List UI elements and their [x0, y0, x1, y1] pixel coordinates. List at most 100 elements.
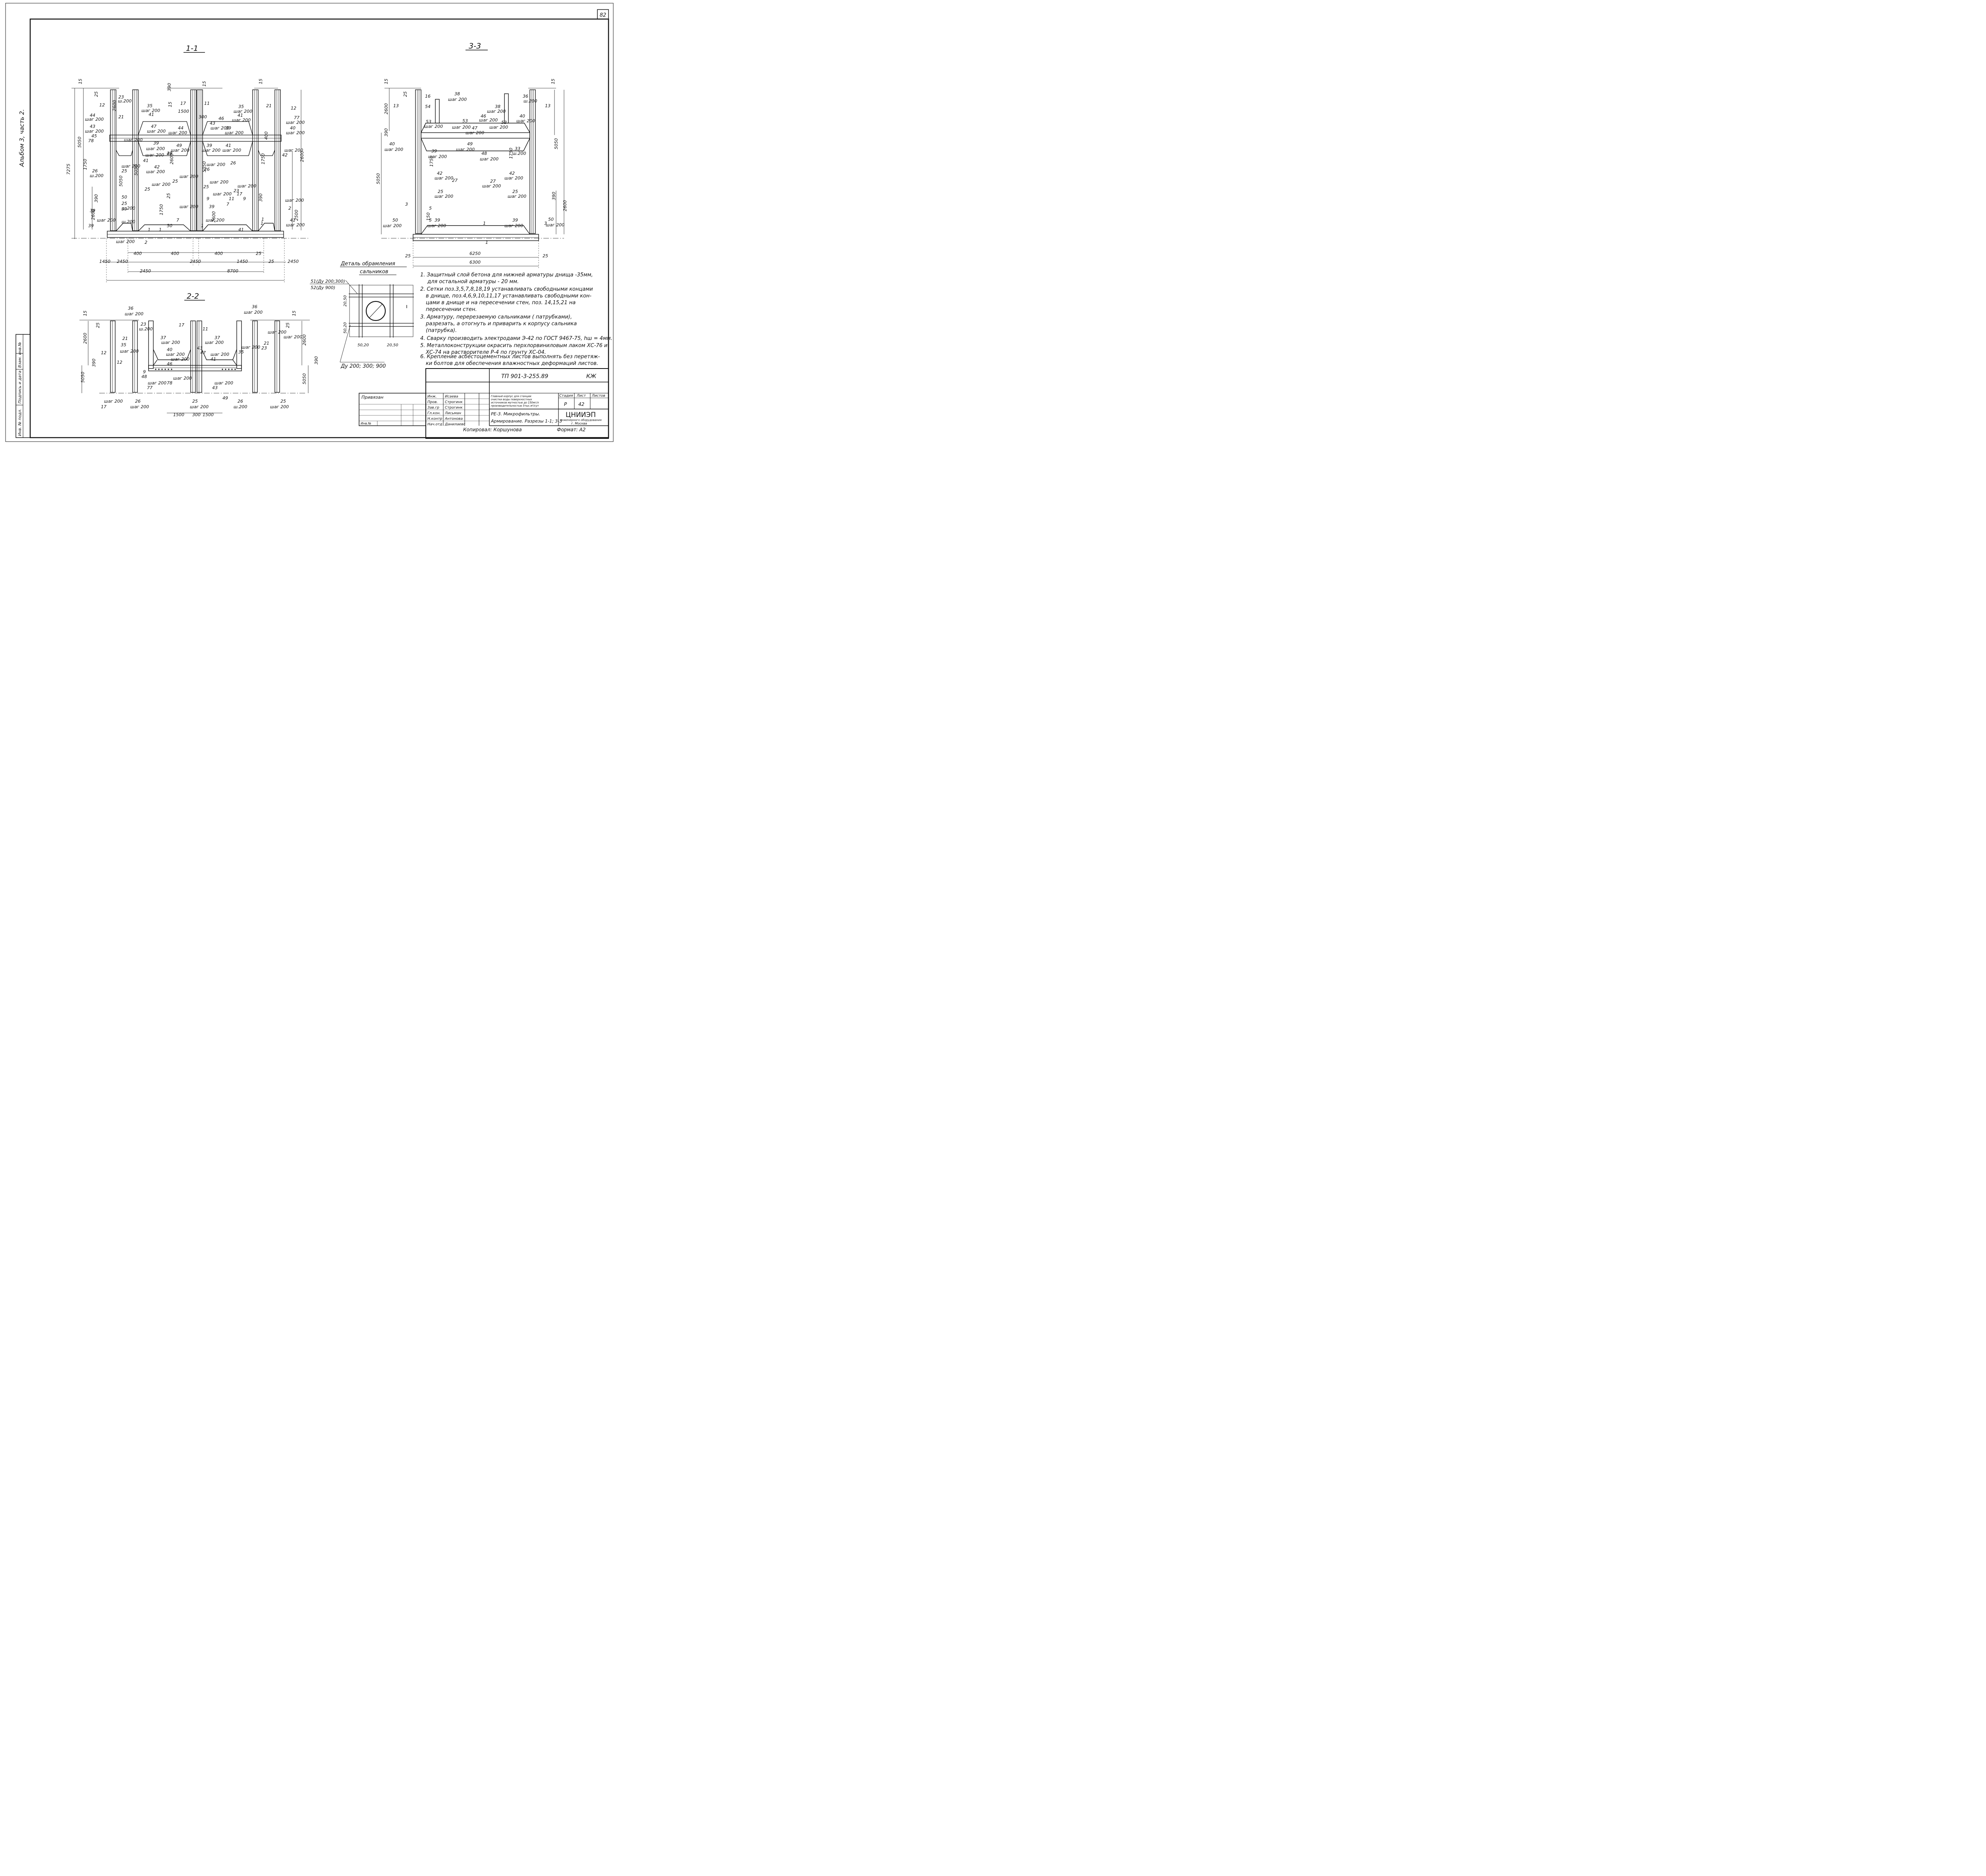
mark-label: шаг 200 — [284, 148, 303, 153]
mark-label: шаг 200 — [207, 162, 225, 167]
mark-label: шаг 200 — [268, 330, 286, 335]
mark-label: 3 — [405, 202, 408, 207]
mark-label: шаг 200 — [424, 124, 443, 129]
privyazan-label: Привязан — [361, 395, 383, 400]
section-2-2: 2-2 — [0, 0, 319, 417]
mark-label: 42 — [282, 152, 288, 158]
mark-label: 27 — [490, 179, 496, 184]
inner-frame — [29, 18, 609, 438]
mark-label: 40 — [520, 114, 525, 119]
mark-label: 45 — [91, 133, 97, 139]
mark-label: шаг 200 — [211, 125, 229, 131]
drawing-title-line2: Армирование. Разрезы 1-1; 3-3 — [491, 419, 562, 424]
org-city: г. Москва — [571, 422, 587, 425]
mark-label: 39 — [207, 143, 212, 148]
dim-label: 2600 — [302, 334, 307, 345]
mark-label: 46 — [167, 361, 172, 367]
mark-label: шаг 200 — [232, 118, 251, 123]
dim-label: 1500 — [203, 412, 214, 417]
mark-label: 25 — [512, 189, 518, 194]
mark-label: шаг 200 — [211, 352, 229, 357]
mark-label: шаг 200 — [146, 169, 165, 174]
mark-label: 26 — [92, 168, 98, 174]
mark-label: шаг 200 — [504, 223, 523, 228]
mark-label: шаг 200 — [146, 146, 165, 151]
dim-label: 5050 — [118, 176, 124, 187]
paper-format: Формат: А2 — [557, 427, 585, 432]
sheet-header: Лист — [576, 394, 586, 398]
mark-label: 25 — [122, 168, 127, 174]
dim-label: 5050 — [77, 137, 82, 148]
mark-label: шаг 200 — [285, 198, 304, 203]
mark-label: 54 — [425, 104, 431, 109]
mark-label: 35 — [121, 342, 126, 347]
mark-label: 13 — [545, 103, 551, 108]
mark-label: 39 — [226, 125, 231, 131]
mark-label: шаг 200 — [489, 125, 508, 130]
dim-label: 8700 — [227, 268, 238, 274]
detail-callout-52: 52(Ду 900) — [311, 285, 335, 290]
mark-label: 50 — [122, 195, 127, 200]
mark-label: 1 — [261, 221, 263, 226]
drawing-canvas: 82 Альбом 3, часть 2. Инв. № подл. Подпи… — [0, 0, 614, 442]
mark-label: 42 — [154, 164, 160, 170]
mark-label: шаг 200 — [225, 130, 243, 135]
mark-label: шаг 200 — [171, 148, 189, 153]
mark-label: 21 — [122, 336, 128, 341]
mark-label: шаг 200 — [504, 176, 523, 181]
note-2: 2. Сетки поз.3,5,7,8,18,19 устанавливать… — [420, 286, 593, 313]
mark-label: ш.200 — [512, 151, 526, 156]
mark-label: 17 — [237, 191, 242, 197]
dim-label: 390 — [167, 83, 172, 91]
mark-label: 7 — [226, 202, 229, 207]
mark-label: шаг 200 — [210, 179, 228, 185]
dim-label: 15 — [83, 311, 88, 316]
mark-label: шаг 200 — [85, 117, 104, 122]
mark-label: шаг 200 — [125, 311, 143, 317]
mark-label: 2 — [288, 206, 291, 211]
role-label: Инж. — [427, 395, 437, 399]
dim-label: 390 — [91, 359, 97, 367]
mark-label: шаг 200 — [213, 191, 232, 197]
mark-label: 23 — [141, 322, 146, 327]
dim-label: 2600 — [299, 151, 305, 162]
mark-label: 41 — [149, 112, 154, 117]
mark-label: шаг 200 — [286, 130, 305, 135]
project-name-line2: очистки воды поверхностных — [491, 398, 532, 401]
mark-label: 39 — [122, 207, 127, 212]
mark-label: 42 — [509, 171, 515, 176]
dim-label: 390 — [384, 128, 389, 137]
mark-label: 53 — [462, 118, 468, 124]
dim-label: 390 — [94, 194, 99, 203]
mark-label: 26 — [0, 0, 6, 1]
outer-frame — [5, 3, 614, 442]
signatory-name: Исаева — [445, 395, 458, 399]
copied-by: Копировал: Коршунова — [463, 427, 522, 432]
signatory-name: Лисьман — [444, 411, 461, 415]
mark-label: 44 — [90, 113, 95, 118]
mark-label: 49 — [467, 141, 473, 147]
mark-label: 40 — [167, 347, 172, 352]
mark-label: 43 — [212, 385, 218, 390]
title-block: ТП 901-3-255.89 КЖ Инж.ИсаеваПров.Строги… — [359, 368, 609, 439]
mark-label: 47 — [472, 125, 477, 131]
mark-label: 42 — [437, 171, 442, 176]
dim-label: 1450 — [99, 259, 110, 264]
stage-header: Стадия — [559, 394, 573, 398]
dim-label: 390 — [551, 192, 556, 200]
dim-label: 2600 — [169, 153, 174, 164]
mark-label: шаг 200 — [508, 194, 526, 199]
mark-label: 25 — [145, 187, 150, 192]
mark-label: шаг 200 — [180, 174, 198, 179]
mark-label: шаг 200 — [286, 222, 305, 228]
mark-label: шаг 200 — [466, 130, 484, 135]
mark-label: 39 — [431, 149, 437, 154]
mark-label: 1 — [261, 217, 264, 222]
mark-label: 50 — [548, 217, 554, 222]
signatory-name: Данилаевс — [444, 423, 465, 427]
dim-label: 2450 — [140, 268, 151, 274]
mark-label: шаг 200 — [482, 183, 501, 189]
mark-label: шаг 200 — [85, 129, 104, 134]
signatory-name: Строгинк — [445, 406, 463, 410]
mark-label: шаг 200 — [124, 137, 143, 143]
